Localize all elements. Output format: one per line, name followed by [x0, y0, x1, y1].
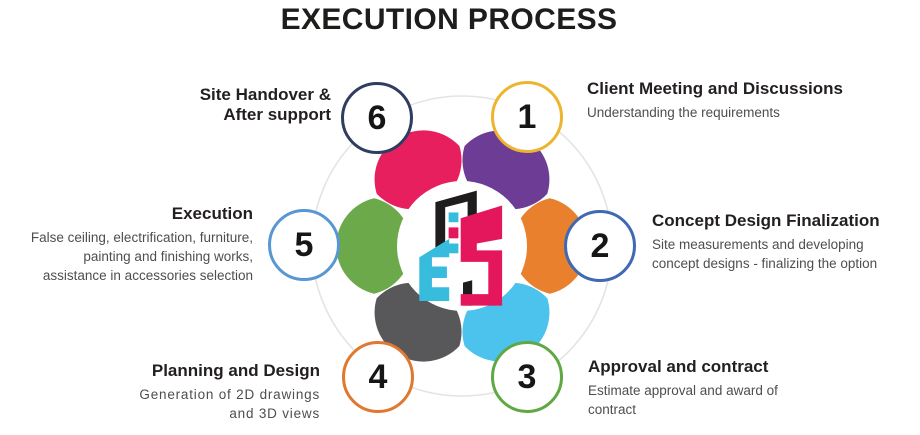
step-circle-2: 2	[564, 210, 636, 282]
petal-green	[336, 198, 412, 294]
step-4-description: Generation of 2D drawings and 3D views	[139, 387, 320, 421]
step-circle-4: 4	[342, 341, 414, 413]
step-circle-1: 1	[491, 81, 563, 153]
logo-window-cyan-top	[448, 212, 459, 223]
logo-building-cyan	[419, 238, 450, 301]
logo-window-cyan-bottom	[448, 243, 459, 254]
logo-window-pink	[448, 227, 459, 239]
step-1-text: Client Meeting and Discussions Understan…	[587, 79, 877, 123]
step-5-heading: Execution	[171, 204, 253, 223]
company-logo	[419, 190, 503, 306]
step-2-description: Site measurements and developing concept…	[652, 237, 878, 271]
step-3-heading: Approval and contract	[588, 357, 769, 376]
step-2-heading: Concept Design Finalization	[652, 211, 880, 230]
step-6-text: Site Handover & After support	[160, 85, 331, 125]
page-title: EXECUTION PROCESS	[280, 3, 618, 36]
step-1-description: Understanding the requirements	[587, 105, 780, 121]
process-flower-graphic	[311, 95, 613, 397]
step-5-text: Execution False ceiling, electrification…	[3, 204, 253, 286]
step-1-heading: Client Meeting and Discussions	[587, 79, 843, 98]
step-4-text: Planning and Design Generation of 2D dra…	[60, 361, 320, 424]
step-5-description: False ceiling, electrification, furnitur…	[30, 230, 253, 283]
step-2-text: Concept Design Finalization Site measure…	[652, 211, 914, 274]
step-3-text: Approval and contract Estimate approval …	[588, 357, 828, 420]
step-circle-6: 6	[341, 82, 413, 154]
step-6-heading: Site Handover & After support	[199, 85, 331, 125]
logo-building-pink	[460, 205, 503, 306]
step-3-description: Estimate approval and award of contract	[588, 383, 778, 417]
step-circle-5: 5	[268, 209, 340, 281]
petal-orange	[512, 198, 588, 294]
step-circle-3: 3	[491, 341, 563, 413]
step-4-heading: Planning and Design	[151, 361, 320, 380]
